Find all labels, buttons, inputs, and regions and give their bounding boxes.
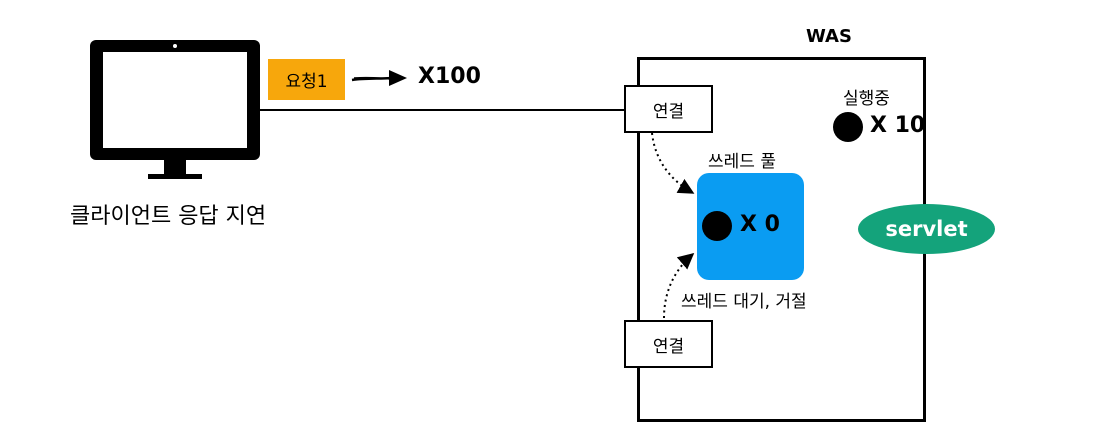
request-multiplier: X100 [418,64,481,89]
connection-top: 연결 [624,85,713,133]
dotted-arrow-bottom [663,252,695,319]
thread-pool-dot [702,211,732,241]
servlet-badge: servlet [858,204,995,254]
running-label: 실행중 [843,89,890,109]
was-title: WAS [806,26,852,47]
running-count: X 10 [870,113,926,138]
dotted-arrow-top [651,132,695,194]
right-arrow-icon [351,70,407,86]
client-caption: 클라이언트 응답 지연 [70,204,267,229]
connection-bottom: 연결 [624,320,713,368]
request-badge: 요청1 [268,59,345,100]
thread-pool-count: X 0 [740,212,780,237]
thread-waiting-label: 쓰레드 대기, 거절 [681,292,807,312]
desktop-monitor-icon [90,40,260,179]
running-thread-dot [833,112,863,142]
thread-pool-label: 쓰레드 풀 [708,152,776,172]
